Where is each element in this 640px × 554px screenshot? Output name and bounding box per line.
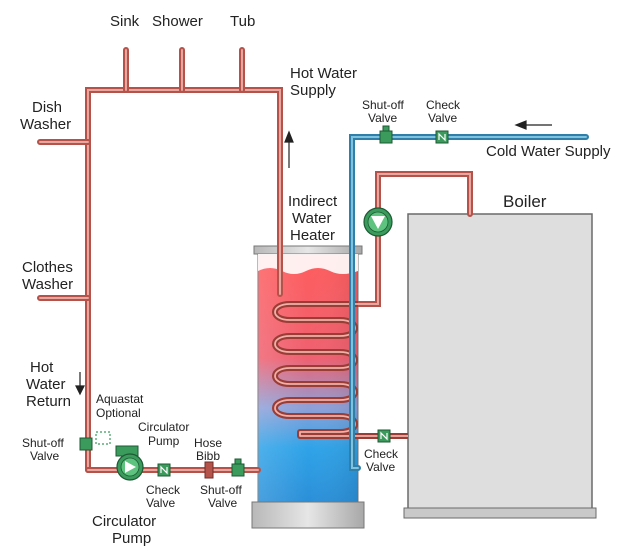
label-dish-washer-1: Dish	[32, 99, 62, 116]
label-dish-washer-2: Washer	[20, 116, 71, 133]
check-valve-bottom	[157, 463, 171, 477]
hose-bibb	[204, 461, 214, 479]
label-check-valve-right-2: Valve	[366, 460, 395, 474]
label-check-valve-top-2: Valve	[428, 111, 457, 125]
label-shower: Shower	[152, 13, 203, 30]
label-boiler: Boiler	[503, 192, 547, 211]
cold-water-supply-pipe	[349, 134, 589, 471]
shutoff-valve-bottom	[231, 458, 245, 477]
label-check-valve-bottom-2: Valve	[146, 496, 175, 510]
circulator-pump-icon	[115, 445, 144, 481]
arrow-down-icon	[75, 372, 85, 396]
label-hot-water-return-1: Hot	[30, 359, 54, 376]
label-indirect-water-heater-2: Water	[292, 210, 331, 227]
label-check-valve-top-1: Check	[426, 98, 461, 112]
label-hot-water-supply-1: Hot Water	[290, 65, 357, 82]
label-tub: Tub	[230, 13, 255, 30]
label-shutoff-top-1: Shut-off	[362, 98, 404, 112]
aquastat-sensor	[95, 431, 111, 445]
flow-arrows	[75, 120, 552, 396]
label-hot-water-return-3: Return	[26, 393, 71, 410]
label-indirect-water-heater-1: Indirect	[288, 193, 338, 210]
label-shutoff-bottom-2: Valve	[208, 496, 237, 510]
label-check-valve-bottom-1: Check	[146, 483, 181, 497]
label-hot-water-supply-2: Supply	[290, 82, 336, 99]
check-valve-right	[377, 429, 391, 443]
label-hose-bibb-1: Hose	[194, 436, 222, 450]
label-hot-water-return-2: Water	[26, 376, 65, 393]
shutoff-valve-left	[79, 437, 93, 451]
label-aquastat-1: Aquastat	[96, 392, 144, 406]
label-sink: Sink	[110, 13, 140, 30]
label-shutoff-top-2: Valve	[368, 111, 397, 125]
label-shutoff-left-2: Valve	[30, 449, 59, 463]
label-hose-bibb-2: Bibb	[196, 449, 220, 463]
boiler-loop-pipes	[355, 171, 473, 307]
label-circulator-pump-small-1: Circulator	[138, 420, 189, 434]
label-shutoff-left-1: Shut-off	[22, 436, 64, 450]
label-indirect-water-heater-3: Heater	[290, 227, 335, 244]
label-clothes-washer-2: Washer	[22, 276, 73, 293]
label-circulator-pump-big-2: Pump	[112, 530, 151, 547]
shutoff-valve-top	[379, 125, 393, 144]
arrow-left-icon	[514, 120, 552, 130]
boiler	[403, 213, 597, 519]
label-clothes-washer-1: Clothes	[22, 259, 73, 276]
check-valve-top	[435, 130, 449, 144]
label-circulator-pump-small-2: Pump	[148, 434, 180, 448]
label-aquastat-2: Optional	[96, 406, 141, 420]
label-shutoff-bottom-1: Shut-off	[200, 483, 242, 497]
arrow-up-icon	[284, 130, 294, 168]
label-check-valve-right-1: Check	[364, 447, 399, 461]
label-circulator-pump-big-1: Circulator	[92, 513, 156, 530]
boiler-circulator-pump-icon	[363, 207, 393, 237]
label-cold-water-supply: Cold Water Supply	[486, 143, 611, 160]
hot-water-supply-pipes	[37, 47, 283, 473]
